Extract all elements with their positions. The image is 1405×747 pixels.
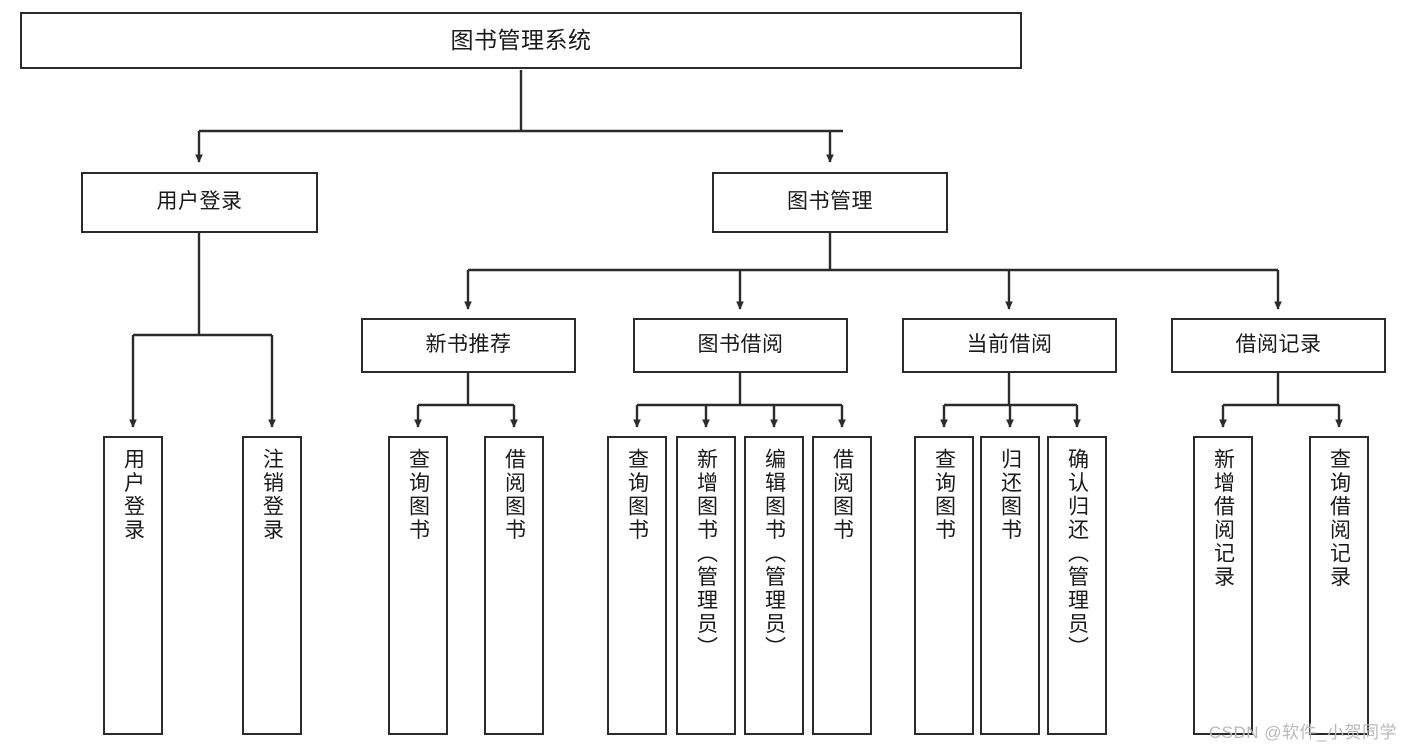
node-leaf-edit-book[interactable]: 编辑图书（管理员） bbox=[744, 436, 804, 735]
node-label: 当前借阅 bbox=[966, 333, 1053, 357]
node-leaf-query-record[interactable]: 查询借阅记录 bbox=[1309, 436, 1369, 735]
watermark-text: CSDN @软件_小贺同学 bbox=[1208, 723, 1397, 742]
node-root-book-management-system[interactable]: 图书管理系统 bbox=[20, 12, 1022, 69]
node-leaf-query-book-3[interactable]: 查询图书 bbox=[914, 436, 974, 735]
node-leaf-query-book-1[interactable]: 查询图书 bbox=[388, 436, 448, 735]
node-label: 查询图书 bbox=[625, 448, 649, 542]
node-book-borrow[interactable]: 图书借阅 bbox=[633, 318, 848, 373]
node-new-book-recommend[interactable]: 新书推荐 bbox=[361, 318, 576, 373]
node-leaf-user-login[interactable]: 用户登录 bbox=[103, 436, 163, 735]
node-label: 确认归还（管理员） bbox=[1065, 448, 1089, 660]
node-label: 归还图书 bbox=[998, 448, 1022, 542]
node-borrow-record[interactable]: 借阅记录 bbox=[1171, 318, 1386, 373]
node-label: 编辑图书（管理员） bbox=[762, 448, 786, 660]
node-label: 注销登录 bbox=[260, 448, 284, 542]
node-leaf-query-book-2[interactable]: 查询图书 bbox=[607, 436, 667, 735]
node-leaf-logout-login[interactable]: 注销登录 bbox=[242, 436, 302, 735]
node-label: 图书管理 bbox=[787, 190, 873, 214]
node-leaf-add-book[interactable]: 新增图书（管理员） bbox=[676, 436, 736, 735]
node-label: 借阅图书 bbox=[502, 448, 526, 542]
node-label: 用户登录 bbox=[156, 190, 243, 214]
node-current-borrow[interactable]: 当前借阅 bbox=[902, 318, 1117, 373]
node-leaf-borrow-book-2[interactable]: 借阅图书 bbox=[812, 436, 872, 735]
node-label: 查询图书 bbox=[406, 448, 430, 542]
node-leaf-confirm-return[interactable]: 确认归还（管理员） bbox=[1047, 436, 1107, 735]
node-label: 借阅图书 bbox=[830, 448, 854, 542]
node-label: 新增借阅记录 bbox=[1211, 448, 1235, 589]
node-leaf-return-book[interactable]: 归还图书 bbox=[980, 436, 1040, 735]
node-label: 用户登录 bbox=[121, 448, 145, 542]
node-label: 新书推荐 bbox=[425, 333, 512, 357]
node-label: 图书管理系统 bbox=[450, 26, 592, 53]
node-label: 查询借阅记录 bbox=[1327, 448, 1351, 589]
node-label: 新增图书（管理员） bbox=[694, 448, 718, 660]
node-user-login[interactable]: 用户登录 bbox=[81, 172, 318, 233]
node-leaf-borrow-book-1[interactable]: 借阅图书 bbox=[484, 436, 544, 735]
node-leaf-add-record[interactable]: 新增借阅记录 bbox=[1193, 436, 1253, 735]
node-label: 查询图书 bbox=[932, 448, 956, 542]
node-book-manage[interactable]: 图书管理 bbox=[712, 172, 948, 233]
node-label: 借阅记录 bbox=[1235, 333, 1322, 357]
node-label: 图书借阅 bbox=[697, 333, 784, 357]
